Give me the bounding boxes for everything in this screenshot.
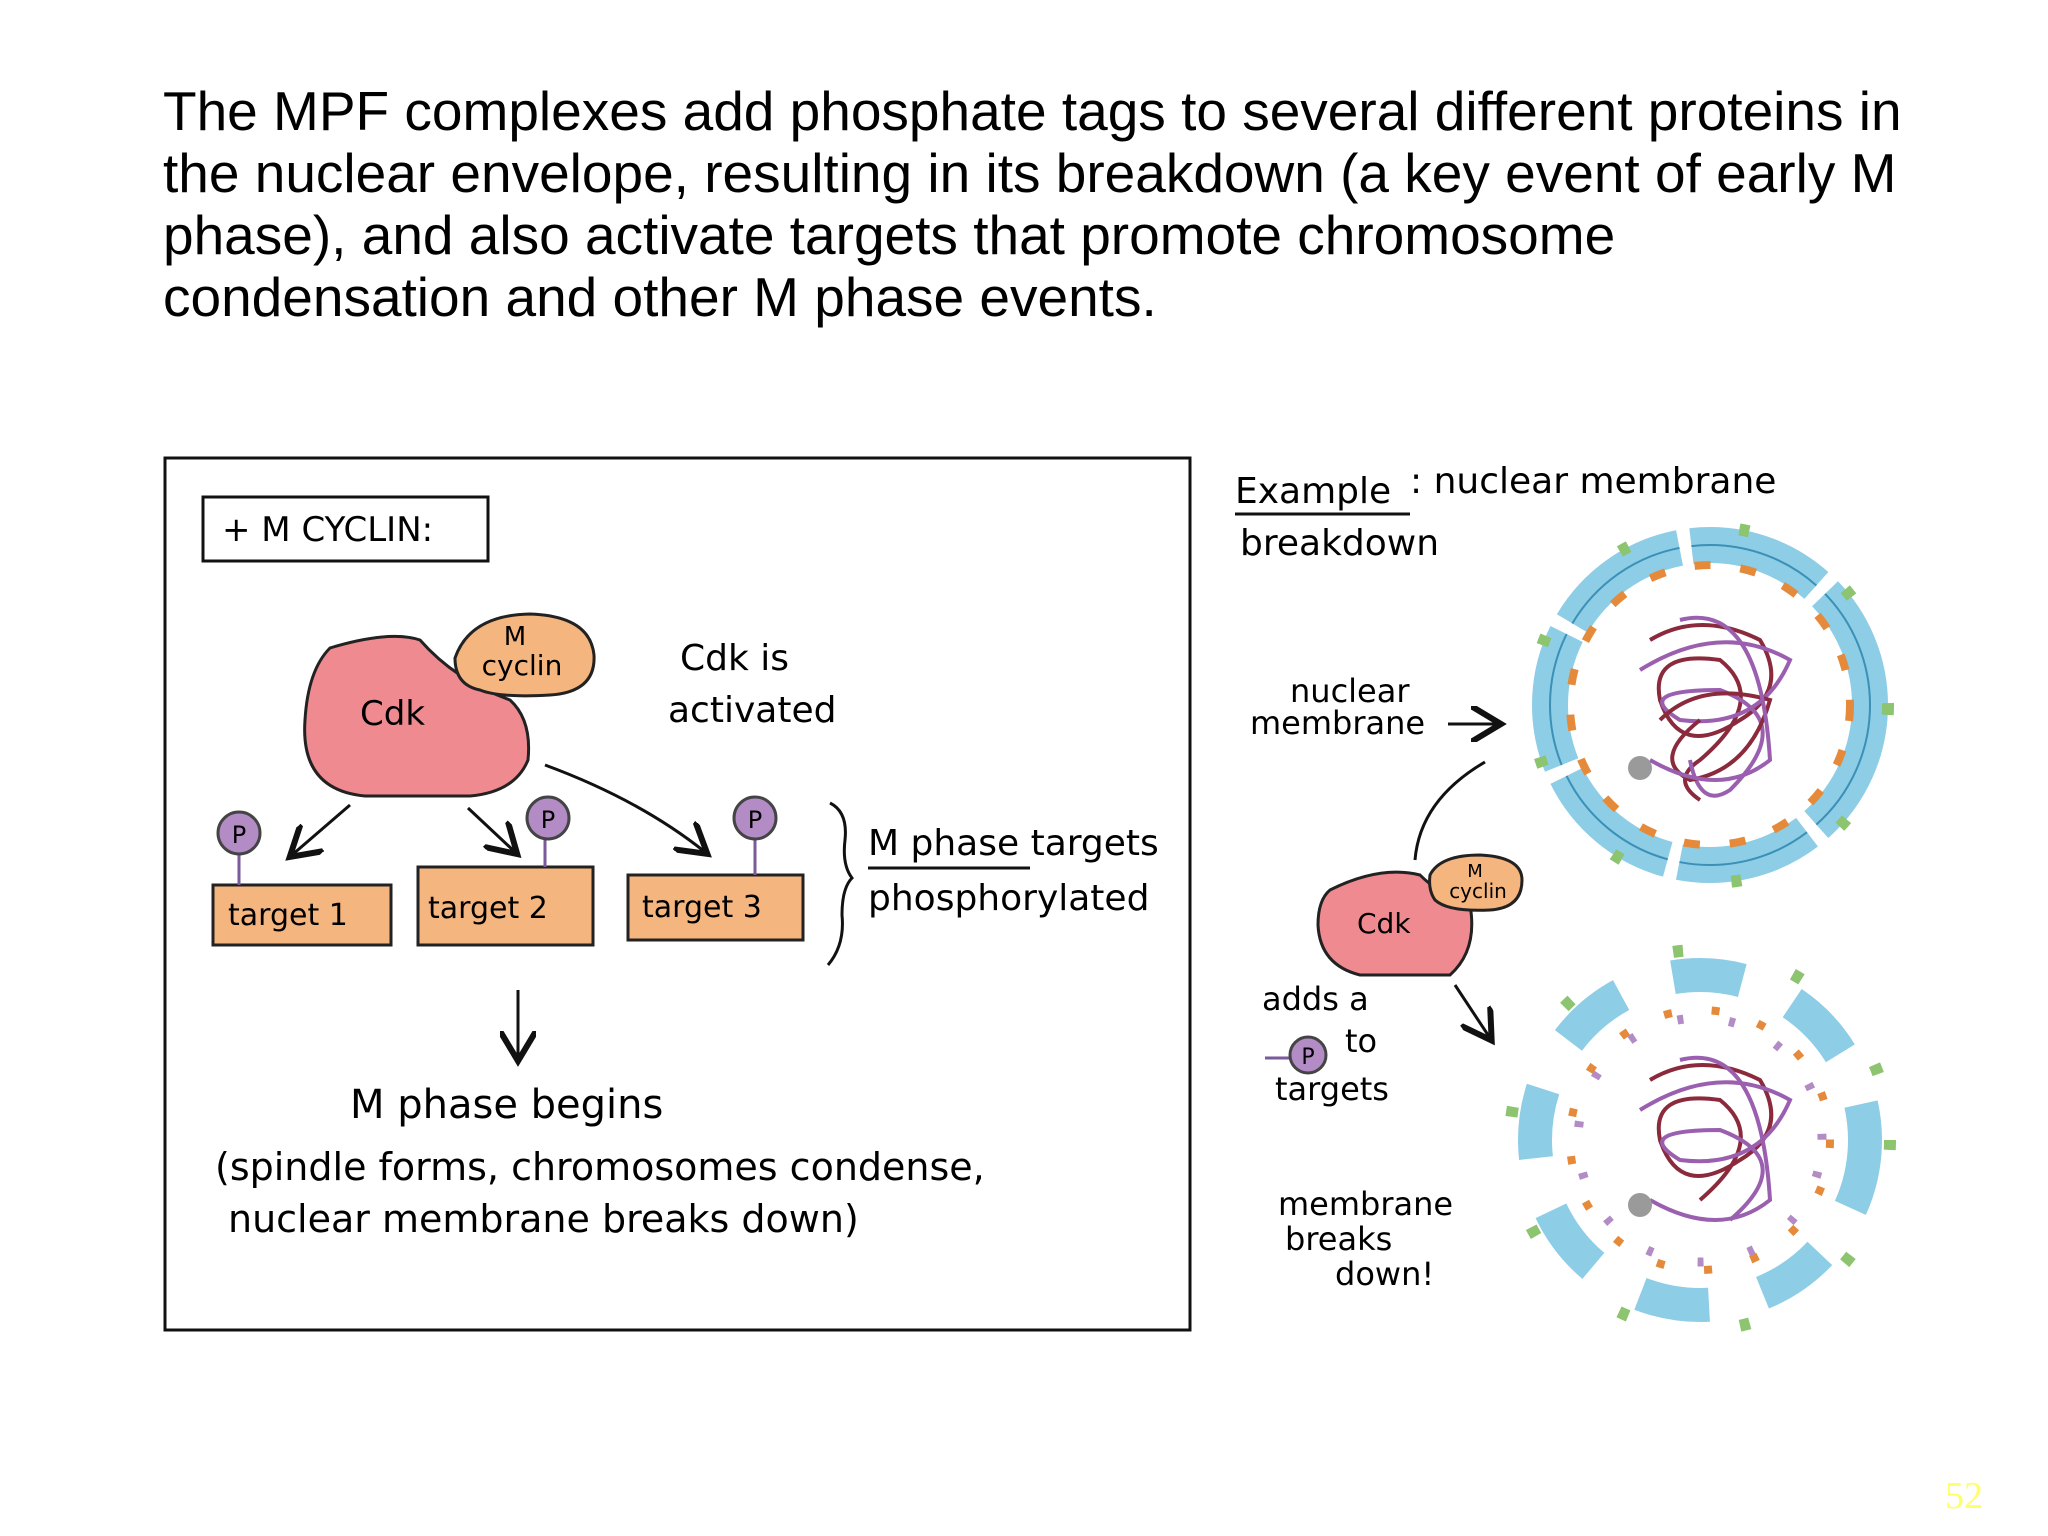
membrane-proteins: [1566, 561, 1854, 849]
targets-brace: [826, 801, 854, 966]
nuclear-pores: [1526, 521, 1894, 889]
target-3-label: target 3: [642, 890, 762, 925]
phosphate-icon: [732, 795, 778, 841]
chromatin: [1638, 615, 1793, 802]
adds-targets-label: targets: [1275, 1070, 1389, 1108]
small-cdk-label: Cdk: [1357, 907, 1411, 940]
cyclin-label-bottom: cyclin: [482, 649, 563, 682]
example-label: Example: [1235, 471, 1391, 512]
cyclin-label-top: M: [504, 622, 526, 652]
target-2-box: [416, 865, 595, 947]
broken-nucleus: [1504, 944, 1896, 1336]
cdk-shape: [303, 634, 531, 798]
broken-membrane-fragments: [1518, 958, 1882, 1322]
example-text-line2: breakdown: [1240, 523, 1439, 564]
m-phase-detail-bottom: nuclear membrane breaks down): [228, 1197, 859, 1241]
activated-label-top: Cdk is: [680, 638, 789, 679]
scattered-proteins: [1566, 1006, 1834, 1274]
scattered-phosphates: [1573, 1013, 1827, 1267]
m-phase-detail-top: (spindle forms, chromosomes condense,: [215, 1145, 985, 1189]
example-text: : nuclear membrane: [1410, 461, 1776, 502]
chromatin-condensed: [1638, 1055, 1793, 1222]
intact-nucleus: [1526, 521, 1894, 889]
page-number: 52: [1945, 1475, 1983, 1517]
title-box: [201, 495, 490, 563]
arrow-to-broken: [1453, 984, 1490, 1038]
cyclin-shape: [453, 612, 596, 698]
scattered-pores: [1504, 944, 1896, 1336]
small-cyclin-top: M: [1467, 861, 1483, 882]
nuclear-label-bottom: membrane: [1250, 704, 1425, 742]
target-1-label: target 1: [228, 898, 348, 933]
svg-text:P: P: [541, 806, 555, 834]
targets-note-top: M phase targets: [868, 823, 1159, 864]
small-cyclin-bottom: cyclin: [1449, 879, 1507, 903]
arrow-to-target-2: [466, 806, 515, 852]
nucleolus: [1628, 756, 1652, 780]
arrow-to-target-1: [292, 803, 351, 855]
svg-text:P: P: [748, 806, 762, 834]
target-3-box: [626, 873, 805, 942]
title-label: + M CYCLIN:: [222, 510, 433, 550]
arrow-to-target-3: [544, 763, 705, 852]
breaks-label-mid: breaks: [1285, 1220, 1392, 1258]
breaks-label-bottom: down!: [1335, 1255, 1434, 1293]
breaks-label-top: membrane: [1278, 1185, 1453, 1223]
nucleolus: [1628, 1193, 1652, 1217]
phosphate-icon: [1288, 1035, 1328, 1075]
phosphate-icon: [525, 795, 571, 841]
nuclear-membrane-ring: [1532, 527, 1888, 883]
svg-text:P: P: [232, 821, 246, 849]
slide-text: The MPF complexes add phosphate tags to …: [163, 80, 1902, 328]
target-1-box: [211, 883, 393, 947]
cdk-label: Cdk: [360, 694, 425, 734]
phosphate-icon: [216, 810, 262, 856]
small-cyclin-shape: [1428, 853, 1524, 912]
adds-label: adds a: [1262, 980, 1369, 1018]
m-phase-begins-label: M phase begins: [350, 1082, 663, 1128]
activated-label-bottom: activated: [668, 690, 836, 731]
svg-text:P: P: [1301, 1045, 1314, 1070]
nuclear-label-top: nuclear: [1290, 672, 1410, 710]
targets-note-bottom: phosphorylated: [868, 878, 1149, 919]
adds-to-label: to: [1345, 1022, 1377, 1060]
target-2-label: target 2: [428, 891, 548, 926]
arrow-cdk-link: [1413, 760, 1486, 861]
